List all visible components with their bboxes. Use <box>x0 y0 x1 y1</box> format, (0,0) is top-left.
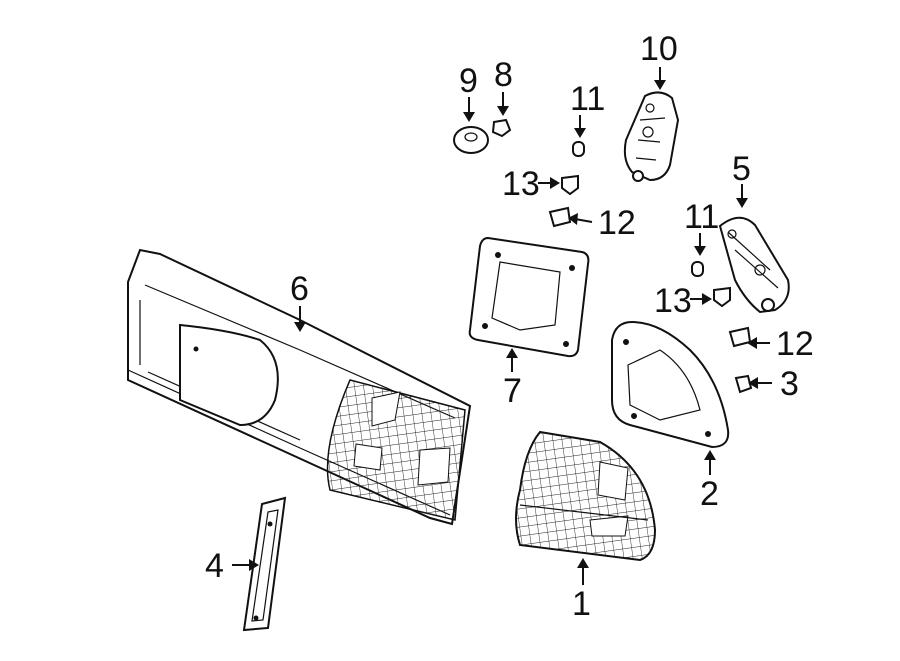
callout-5: 5 <box>732 150 751 188</box>
callout-11-right: 11 <box>684 198 719 236</box>
bulb-part-11-right <box>691 261 704 277</box>
tail-panel-part-6 <box>127 248 472 526</box>
tail-lamp-part-1 <box>515 430 657 562</box>
callout-arrows <box>232 67 772 585</box>
bulb-part-13-right <box>713 286 731 308</box>
nut-part-8 <box>491 118 512 138</box>
callout-13-top: 13 <box>502 165 540 203</box>
callout-3: 3 <box>780 365 799 403</box>
reflector-part-4 <box>242 496 287 632</box>
callout-13-right: 13 <box>654 282 692 320</box>
grommet-part-9 <box>453 126 489 154</box>
nut-part-3 <box>734 374 753 394</box>
callout-6: 6 <box>290 270 309 308</box>
callout-8: 8 <box>494 56 513 94</box>
callout-11-top: 11 <box>570 80 605 118</box>
bulb-part-13-top <box>561 174 579 196</box>
callout-7: 7 <box>503 372 522 410</box>
callout-12-top: 12 <box>598 204 636 242</box>
bulb-part-11-top <box>572 141 585 157</box>
screw-part-12-top <box>548 206 572 228</box>
socket-part-10 <box>623 91 680 182</box>
callout-2: 2 <box>700 475 719 513</box>
callout-12-right: 12 <box>776 325 814 363</box>
callout-10: 10 <box>640 30 678 68</box>
gasket-part-2 <box>611 320 730 449</box>
screw-part-12-right <box>728 326 752 348</box>
socket-part-5 <box>718 216 790 314</box>
callout-4: 4 <box>205 547 224 585</box>
gasket-part-7 <box>468 236 590 358</box>
callout-9: 9 <box>459 62 478 100</box>
callout-1: 1 <box>572 585 591 623</box>
